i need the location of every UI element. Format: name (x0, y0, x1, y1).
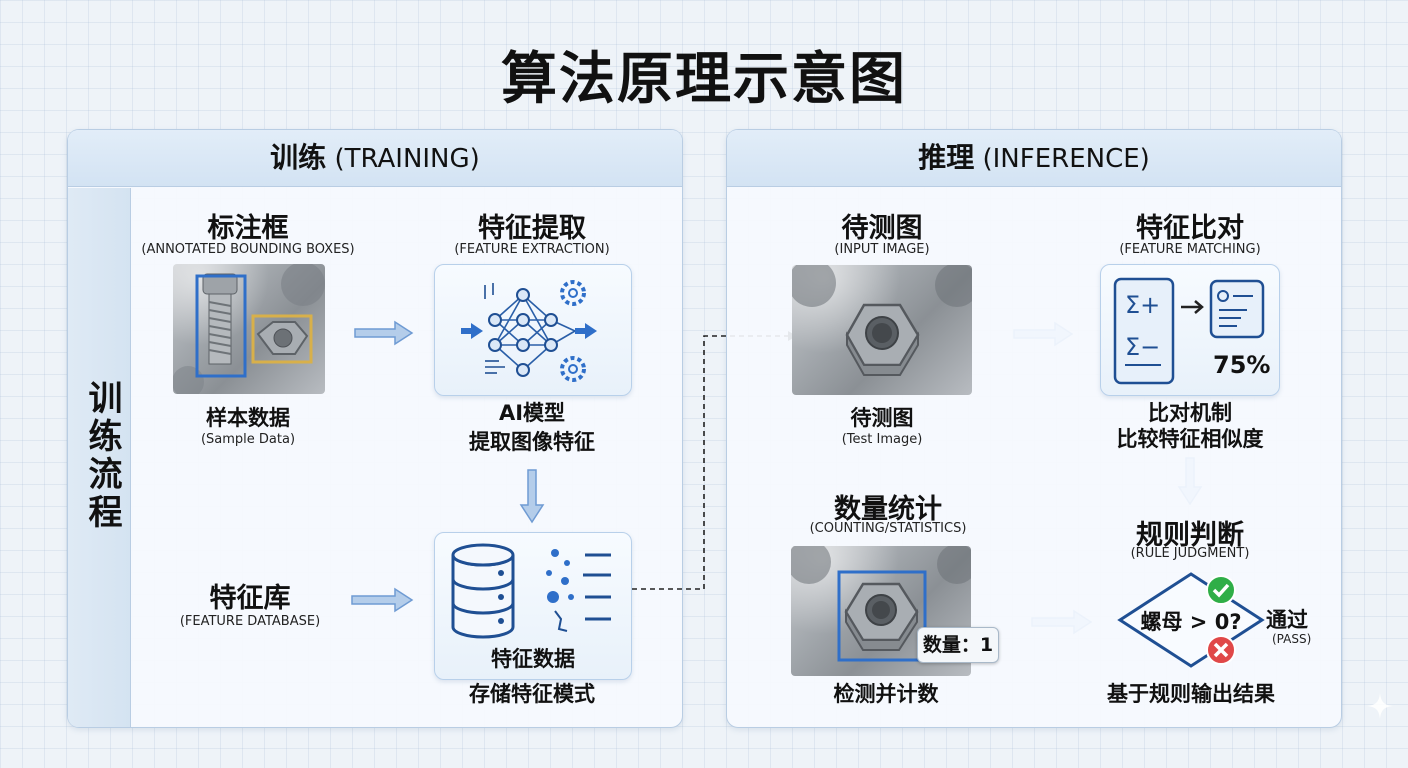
annotated-title: 标注框 (207, 213, 289, 244)
database-subtitle: (FEATURE DATABASE) (179, 614, 321, 629)
gear-icon (560, 280, 586, 382)
rule-condition: 螺母 > 0? (1140, 610, 1242, 634)
sparkle-icon (1367, 693, 1393, 719)
annotated-subtitle: (ANNOTATED BOUNDING BOXES) (141, 242, 355, 257)
database-title: 特征库 (209, 583, 291, 614)
cross-icon (1206, 635, 1236, 665)
rule-title: 规则判断 (1136, 520, 1244, 551)
extraction-title: 特征提取 (478, 213, 586, 244)
test-image-caption-en: (Test Image) (841, 432, 923, 447)
training-side-label: 训练流程 (82, 380, 122, 532)
matching-card: Σ+ Σ− 75% (1100, 264, 1280, 396)
bolt-bounding-box (195, 274, 247, 378)
check-icon (1206, 575, 1236, 605)
counting-title: 数量统计 (834, 494, 942, 525)
neural-network-card (434, 264, 632, 396)
pass-label: 通过 (1266, 608, 1308, 632)
ai-model-caption: AI模型 (498, 401, 566, 425)
training-side-column (68, 188, 131, 727)
input-image-title: 待测图 (841, 213, 923, 244)
rule-subtitle: (RULE JUDGMENT) (1130, 546, 1250, 561)
extract-features-caption: 提取图像特征 (469, 430, 595, 454)
sample-data-caption-en: (Sample Data) (200, 432, 296, 447)
input-image-subtitle: (INPUT IMAGE) (834, 242, 930, 257)
nut-bounding-box (251, 314, 313, 364)
svg-text:Σ−: Σ− (1125, 333, 1160, 361)
inference-header-en: (INFERENCE) (982, 144, 1150, 174)
training-panel: 训练 (TRAINING) (67, 129, 683, 728)
database-card: 特征数据 (434, 532, 632, 680)
matching-mechanism-caption: 比对机制 (1148, 401, 1232, 425)
sample-image (173, 264, 325, 394)
matching-title: 特征比对 (1136, 213, 1244, 244)
feature-data-caption: 特征数据 (491, 647, 575, 671)
counting-subtitle: (COUNTING/STATISTICS) (809, 521, 967, 536)
page-title: 算法原理示意图 (501, 47, 907, 112)
extraction-subtitle: (FEATURE EXTRACTION) (454, 242, 610, 257)
training-header-zh: 训练 (270, 141, 327, 174)
store-patterns-caption: 存储特征模式 (469, 682, 595, 706)
detection-bounding-box (837, 570, 927, 662)
training-header-en: (TRAINING) (334, 144, 480, 174)
neural-network-icon (461, 280, 597, 382)
test-image (792, 265, 972, 395)
svg-text:Σ+: Σ+ (1125, 291, 1160, 319)
similarity-percent: 75% (1213, 351, 1271, 379)
rule-output-caption: 基于规则输出结果 (1107, 682, 1275, 706)
database-icon (451, 543, 611, 639)
matching-subtitle: (FEATURE MATCHING) (1119, 242, 1261, 257)
training-header: 训练 (TRAINING) (68, 130, 682, 187)
test-image-caption: 待测图 (850, 406, 914, 430)
detect-count-caption: 检测并计数 (833, 682, 939, 706)
sample-data-caption: 样本数据 (206, 406, 290, 430)
matching-icon: Σ+ Σ− (1113, 277, 1265, 385)
inference-header-zh: 推理 (918, 141, 975, 174)
count-badge: 数量：1 (917, 627, 999, 663)
pass-label-en: (PASS) (1272, 632, 1312, 646)
inference-header: 推理 (INFERENCE) (727, 130, 1341, 187)
compare-similarity-caption: 比较特征相似度 (1116, 427, 1264, 451)
